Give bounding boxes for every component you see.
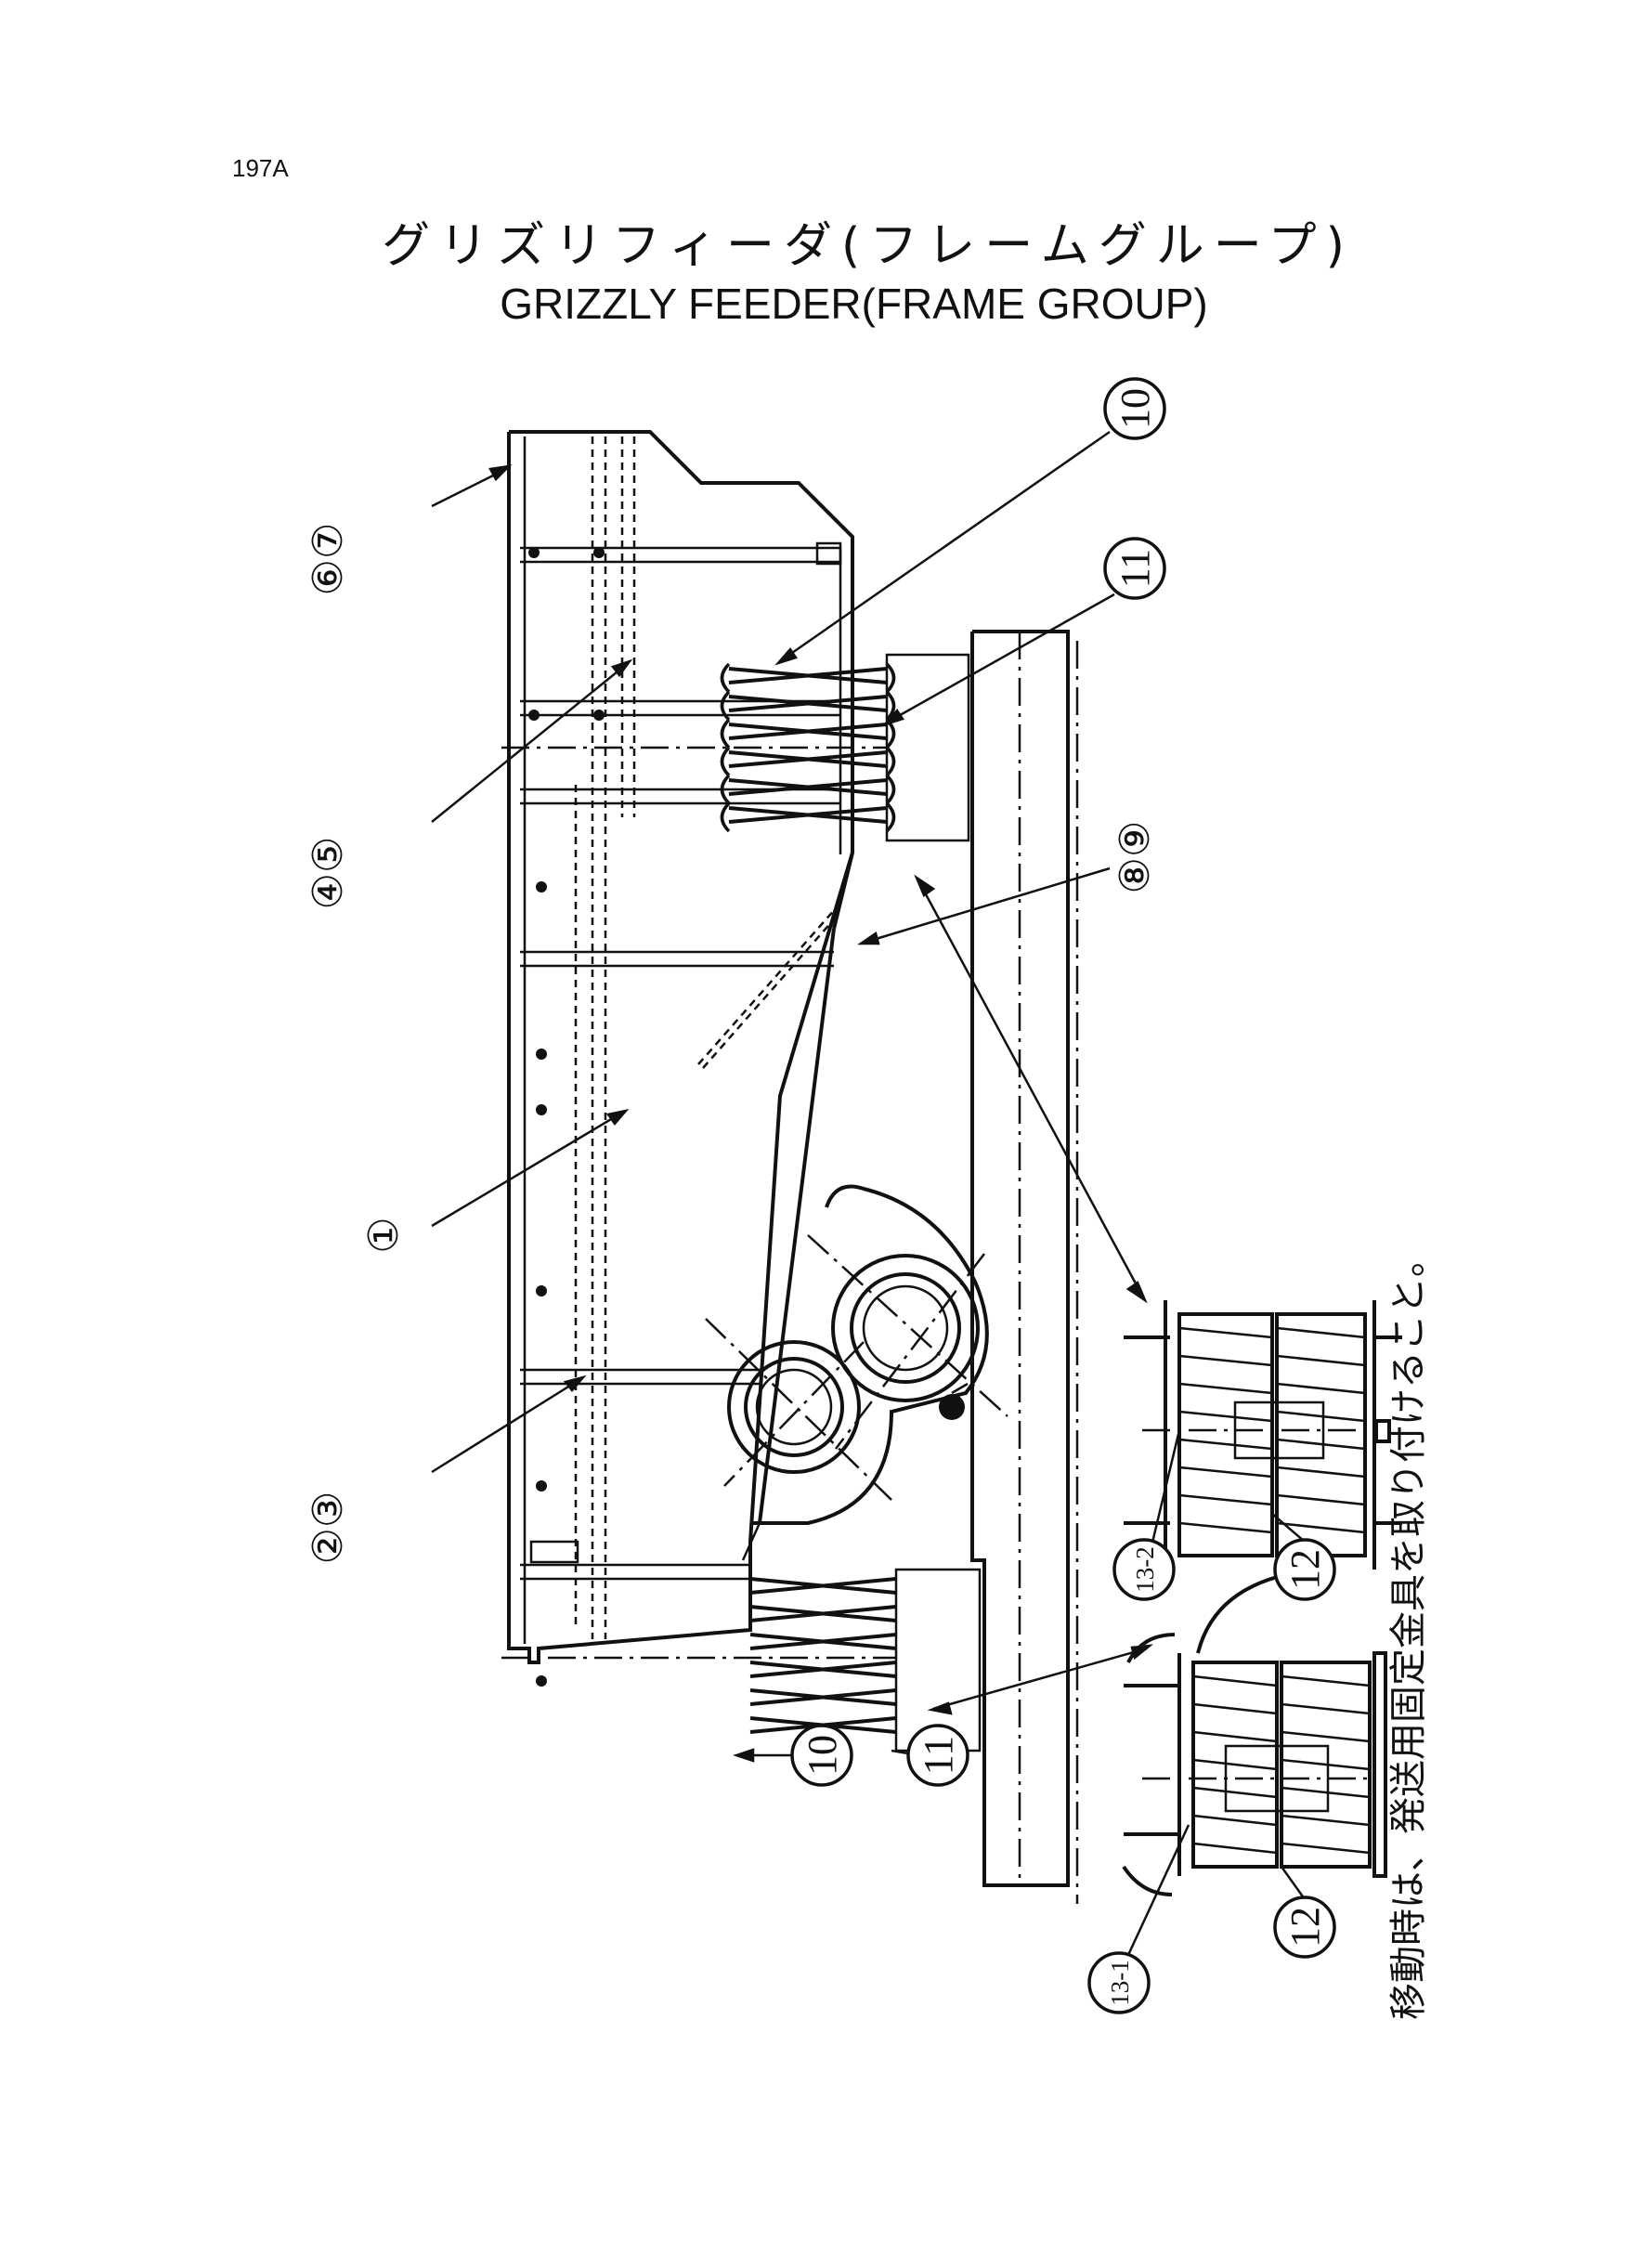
svg-text:13-1: 13-1	[1106, 1960, 1134, 2006]
svg-text:12: 12	[1282, 1907, 1328, 1948]
svg-text:11: 11	[916, 1736, 961, 1775]
detail-spring-13-1	[1122, 1568, 1387, 1896]
callout-6-7: ⑥⑦	[306, 523, 351, 596]
callout-8-9: ⑧⑨	[1112, 821, 1158, 894]
callout-12-lower: 12	[1273, 1896, 1336, 1959]
svg-text:10: 10	[1112, 388, 1158, 429]
callout-10-top: 10	[1103, 377, 1166, 440]
callout-1: ①	[361, 1217, 407, 1253]
svg-text:②③: ②③	[306, 1492, 351, 1565]
page-number: 197A	[232, 154, 289, 182]
svg-text:①: ①	[361, 1217, 407, 1253]
svg-text:10: 10	[800, 1735, 845, 1776]
callout-11-bottom: 11	[906, 1724, 969, 1787]
feeder-frame	[507, 430, 854, 1687]
callout-10-bottom: 10	[790, 1724, 853, 1787]
callout-4-5: ④⑤	[306, 837, 351, 910]
callout-13-1: 13-1	[1087, 1951, 1151, 2014]
leader-lines	[431, 430, 1307, 1956]
svg-text:⑧⑨: ⑧⑨	[1112, 821, 1158, 894]
svg-text:11: 11	[1112, 549, 1158, 588]
callout-12-upper: 12	[1273, 1538, 1336, 1601]
callout-13-2: 13-2	[1112, 1538, 1176, 1601]
callout-2-3: ②③	[306, 1492, 351, 1565]
svg-text:12: 12	[1282, 1549, 1328, 1590]
base-beam	[970, 630, 1079, 1904]
detail-spring-13-2	[1124, 1300, 1402, 1570]
spring-front	[501, 1568, 982, 1752]
svg-text:13-2: 13-2	[1131, 1546, 1159, 1593]
transport-note: 移動時は、発送用固定金具を取り付けること。	[1387, 1240, 1430, 2020]
callout-11-top: 11	[1103, 537, 1166, 600]
svg-text:④⑤: ④⑤	[306, 837, 351, 910]
title-japanese: グリズリフィーダ(フレームグループ)	[382, 218, 1354, 274]
spring-rear	[501, 653, 970, 842]
vibrator-assembly	[705, 1184, 1008, 1525]
svg-text:⑥⑦: ⑥⑦	[306, 523, 351, 596]
title-english: GRIZZLY FEEDER(FRAME GROUP)	[500, 280, 1208, 328]
